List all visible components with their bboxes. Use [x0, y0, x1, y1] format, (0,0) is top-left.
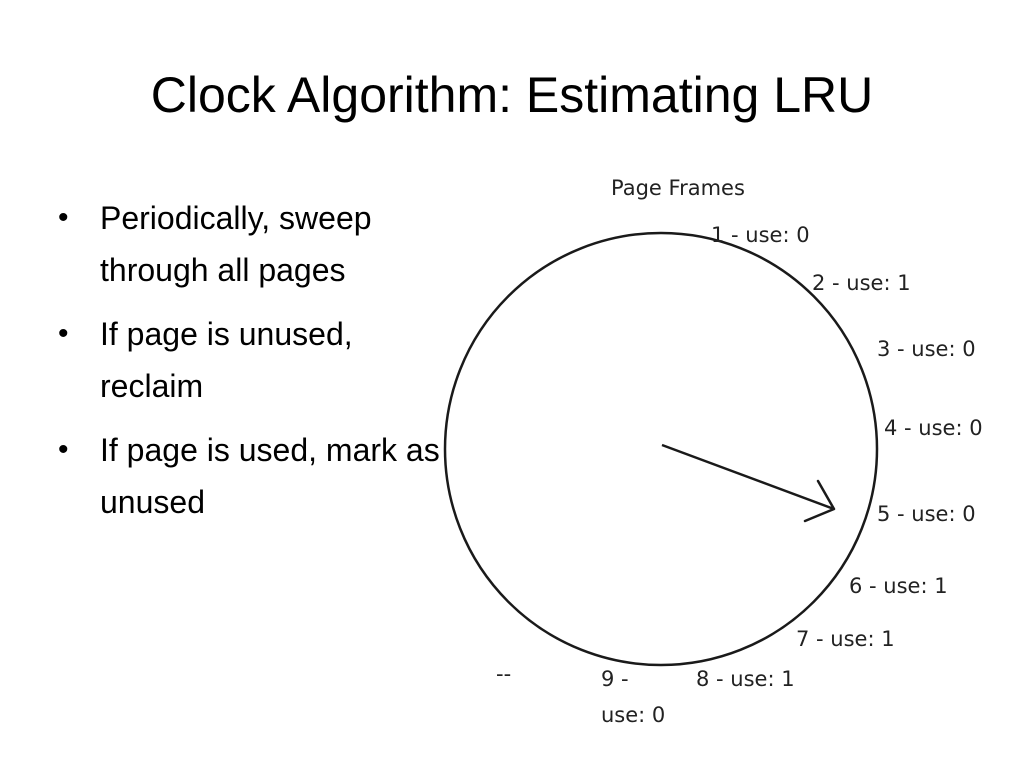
bullet-dot-icon: •	[58, 201, 69, 234]
frame-label: 5 - use: 0	[877, 502, 976, 526]
frame-label: 2 - use: 1	[812, 271, 911, 295]
page-frames-header: Page Frames	[611, 176, 745, 200]
clock-circle	[443, 231, 879, 667]
slide-title: Clock Algorithm: Estimating LRU	[150, 67, 874, 123]
bullet-list: • Periodically, sweep through all pages …	[56, 192, 456, 540]
frame-label: 1 - use: 0	[711, 223, 810, 247]
bullet-dot-icon: •	[58, 317, 69, 350]
frame-label-9-part1: 9 -	[601, 667, 629, 691]
frame-label: 4 - use: 0	[884, 416, 983, 440]
frame-label: 8 - use: 1	[696, 667, 795, 691]
frame-label-9-part2: use: 0	[601, 703, 665, 727]
bullet-item: • Periodically, sweep through all pages	[56, 192, 456, 296]
arrowhead-icon	[803, 479, 836, 523]
ellipsis-marker: --	[496, 662, 511, 686]
bullet-item: • If page is used, mark as unused	[56, 424, 456, 528]
frame-label: 6 - use: 1	[849, 574, 948, 598]
frame-label: 7 - use: 1	[796, 627, 895, 651]
bullet-dot-icon: •	[58, 433, 69, 466]
bullet-text: If page is unused, reclaim	[100, 316, 353, 404]
bullet-item: • If page is unused, reclaim	[56, 308, 456, 412]
bullet-text: Periodically, sweep through all pages	[100, 200, 372, 288]
frame-label: 3 - use: 0	[877, 337, 976, 361]
bullet-text: If page is used, mark as unused	[100, 432, 440, 520]
clock-hand-arrow	[661, 443, 835, 511]
